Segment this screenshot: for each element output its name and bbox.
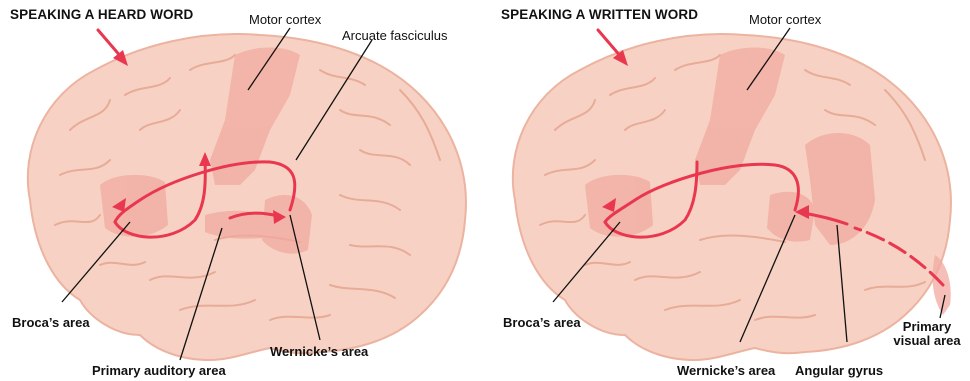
label-angular-gyrus: Angular gyrus [795,364,883,378]
label-brocas-area: Broca’s area [12,316,90,330]
label-primary-visual-area-line1: Primary [889,320,965,334]
panel-title: SPEAKING A WRITTEN WORD [501,8,698,23]
label-motor-cortex: Motor cortex [749,13,821,27]
panel-heard-word: SPEAKING A HEARD WORD Motor cortex Arcua… [0,0,485,381]
panel-title: SPEAKING A HEARD WORD [10,8,193,23]
label-primary-auditory-area: Primary auditory area [92,364,226,378]
label-arcuate-fasciculus: Arcuate fasciculus [342,29,448,43]
label-primary-visual-area-line2: visual area [889,334,965,348]
panel-written-word: SPEAKING A WRITTEN WORD Motor cortex Bro… [485,0,970,381]
label-brocas-area: Broca’s area [503,316,581,330]
wernickes-region [262,195,312,254]
label-wernickes-area: Wernicke’s area [677,364,775,378]
brocas-region [585,175,653,237]
label-wernickes-area: Wernicke’s area [270,345,368,359]
label-motor-cortex: Motor cortex [249,13,321,27]
label-primary-visual-area: Primary visual area [889,320,965,349]
